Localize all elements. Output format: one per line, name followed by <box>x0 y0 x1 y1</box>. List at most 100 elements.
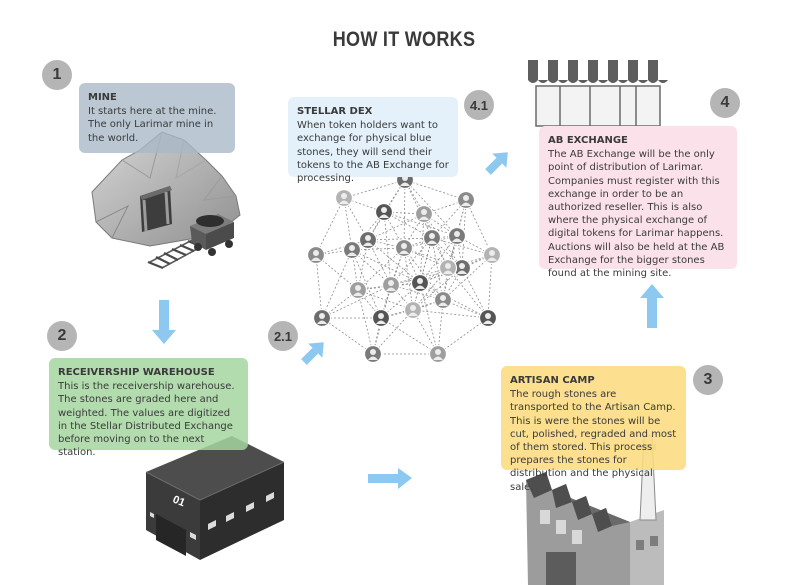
network-link <box>315 254 323 319</box>
network-link <box>423 213 463 269</box>
network-link <box>419 282 489 319</box>
network-link <box>419 213 425 284</box>
artisan-camp-description: The rough stones are transported to the … <box>510 389 677 493</box>
warehouse-number-label: 01 <box>171 494 187 510</box>
network-link <box>383 211 405 249</box>
network-link <box>321 317 374 355</box>
network-node-avatar-icon <box>478 308 498 328</box>
network-node-avatar-icon <box>447 226 467 246</box>
arrow-up-to-exchange <box>640 284 664 328</box>
network-node-avatar-icon <box>312 308 332 328</box>
artisan-camp-heading: ARTISAN CAMP <box>510 375 595 386</box>
network-node-avatar-icon <box>306 245 326 265</box>
network-node-avatar-icon <box>403 300 423 320</box>
stellar-dex-info-box: STELLAR DEX When token holders want to e… <box>288 97 458 184</box>
mine-heading: MINE <box>88 92 117 103</box>
receivership-heading: RECEIVERSHIP WAREHOUSE <box>58 367 215 378</box>
network-node-avatar-icon <box>394 238 414 258</box>
network-node-avatar-icon <box>334 188 354 208</box>
network-link <box>461 267 489 319</box>
arrow-down-to-warehouse <box>152 300 176 344</box>
step-badge-1: 1 <box>42 60 72 90</box>
ab-exchange-description: The AB Exchange will be the only point o… <box>548 149 725 280</box>
dex-network-nodes <box>306 170 502 364</box>
receivership-description: This is the receivership warehouse. The … <box>58 381 235 459</box>
receivership-info-box: RECEIVERSHIP WAREHOUSE This is the recei… <box>49 358 248 458</box>
network-link <box>372 309 414 355</box>
network-link <box>487 254 493 319</box>
network-link <box>315 254 359 291</box>
network-link <box>343 179 406 199</box>
exchange-shop-illustration <box>528 60 668 127</box>
network-node-avatar-icon <box>358 230 378 250</box>
network-link <box>431 237 444 301</box>
mine-description: It starts here at the mine. The only Lar… <box>88 106 217 144</box>
network-node-avatar-icon <box>428 344 448 364</box>
ab-exchange-info-box: AB EXCHANGE The AB Exchange will be the … <box>539 126 737 279</box>
network-link <box>367 237 433 241</box>
network-node-avatar-icon <box>422 228 442 248</box>
network-link <box>412 267 449 311</box>
step-badge-3: 3 <box>693 365 723 395</box>
network-node-avatar-icon <box>410 273 430 293</box>
step-badge-2-1: 2.1 <box>268 321 298 351</box>
network-node-avatar-icon <box>414 204 434 224</box>
network-node-avatar-icon <box>381 275 401 295</box>
factory-illustration <box>526 435 664 585</box>
network-node-avatar-icon <box>438 258 458 278</box>
network-link <box>380 317 439 355</box>
network-link <box>431 237 463 269</box>
network-node-avatar-icon <box>348 280 368 300</box>
network-link <box>315 197 345 256</box>
network-link <box>367 213 425 241</box>
ab-exchange-heading: AB EXCHANGE <box>548 135 628 146</box>
network-link <box>437 317 489 355</box>
network-link <box>383 211 458 237</box>
network-link <box>367 239 421 284</box>
artisan-camp-info-box: ARTISAN CAMP The rough stones are transp… <box>501 366 686 493</box>
network-link <box>403 179 406 249</box>
network-link <box>442 254 493 301</box>
step-badge-4: 4 <box>710 88 740 118</box>
mine-illustration <box>91 131 241 270</box>
mine-info-box: MINE It starts here at the mine. The onl… <box>79 83 235 153</box>
network-node-avatar-icon <box>433 290 453 310</box>
step-badge-4-1: 4.1 <box>464 90 494 120</box>
network-link <box>357 289 374 355</box>
network-node-avatar-icon <box>456 190 476 210</box>
warehouse-illustration <box>145 436 285 560</box>
network-link <box>412 267 463 311</box>
network-link <box>343 197 385 213</box>
network-link <box>383 211 392 286</box>
network-link <box>404 179 458 237</box>
network-node-avatar-icon <box>371 308 391 328</box>
network-link <box>351 249 382 319</box>
network-link <box>447 267 489 319</box>
network-link <box>403 247 414 311</box>
network-link <box>404 179 467 201</box>
network-link <box>321 249 353 319</box>
network-link <box>321 284 392 319</box>
arrow-diagonal-to-exchange <box>485 152 508 175</box>
network-link <box>403 247 444 301</box>
arrow-diagonal-to-dex <box>301 342 324 365</box>
network-link <box>465 199 493 256</box>
flow-arrows <box>152 152 664 489</box>
network-node-avatar-icon <box>374 202 394 222</box>
network-link <box>412 309 489 319</box>
arrow-right-to-camp <box>368 468 412 489</box>
network-node-avatar-icon <box>342 240 362 260</box>
network-link <box>461 199 467 269</box>
network-node-avatar-icon <box>482 245 502 265</box>
network-node-avatar-icon <box>363 344 383 364</box>
network-link <box>419 254 493 284</box>
network-link <box>419 282 439 355</box>
stellar-dex-description: When token holders want to exchange for … <box>297 120 449 185</box>
network-link <box>404 179 433 239</box>
network-link <box>351 249 421 284</box>
network-link <box>351 239 369 251</box>
network-link <box>357 289 414 311</box>
step-badge-2: 2 <box>47 321 77 351</box>
